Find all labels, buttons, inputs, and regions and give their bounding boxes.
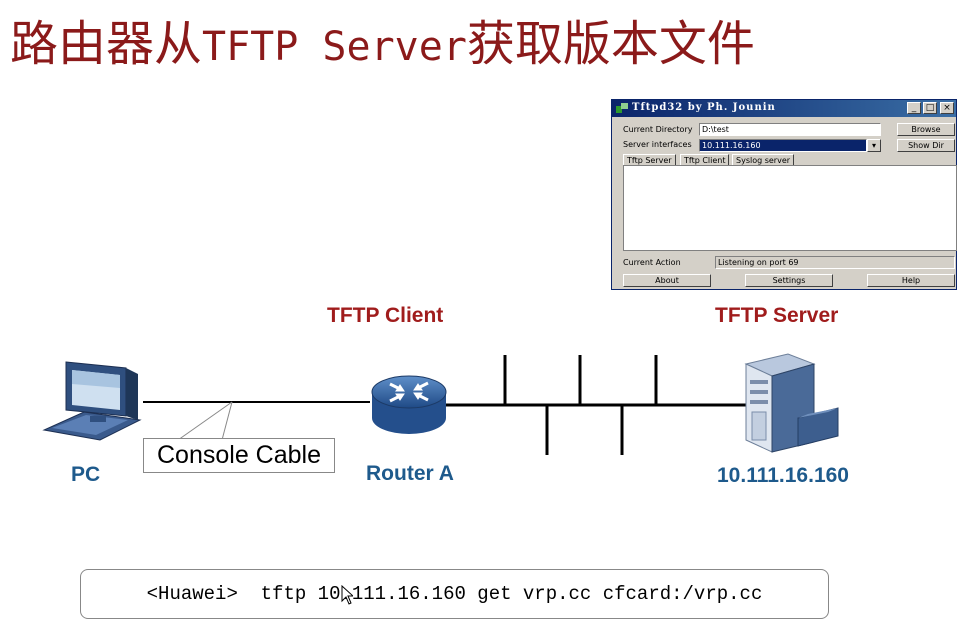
tab-panel [623,165,957,251]
tftp-server-label: TFTP Server [715,304,839,327]
router-label: Router A [366,462,454,485]
tftpd32-window: Tftpd32 by Ph. Jounin _ □ × Current Dire… [611,99,957,290]
server-ip-label: 10.111.16.160 [717,464,849,487]
server-icon [744,353,839,453]
maximize-button[interactable]: □ [923,102,937,114]
current-directory-field[interactable]: D:\test [699,123,881,136]
page-title: 路由器从TFTP Server获取版本文件 [10,4,755,74]
server-interfaces-select[interactable]: 10.111.16.160 [699,139,867,152]
browse-button[interactable]: Browse [897,123,955,136]
minimize-button[interactable]: _ [907,102,921,114]
title-mono: TFTP Server [202,24,467,70]
about-button[interactable]: About [623,274,711,287]
router-icon [371,375,447,434]
app-icon [616,103,628,113]
pc-icon [42,361,142,441]
tab-tftp-server[interactable]: Tftp Server [623,154,676,166]
command-text: <Huawei> tftp 10.111.16.160 get vrp.cc c… [146,583,763,605]
current-directory-label: Current Directory [623,125,693,134]
callout-line-right [221,401,233,441]
help-button[interactable]: Help [867,274,955,287]
pc-label: PC [71,463,101,486]
tftp-client-label: TFTP Client [327,304,444,327]
current-action-field: Listening on port 69 [715,256,955,269]
title-suffix: 获取版本文件 [466,16,755,72]
show-dir-button[interactable]: Show Dir [897,139,955,152]
server-interfaces-label: Server interfaces [623,140,692,149]
tab-tftp-client[interactable]: Tftp Client [680,154,730,166]
chevron-down-icon[interactable]: ▾ [867,139,881,152]
close-button[interactable]: × [940,102,954,114]
settings-button[interactable]: Settings [745,274,833,287]
mouse-cursor-icon [341,585,353,605]
tab-syslog-server[interactable]: Syslog server [732,154,795,166]
title-prefix: 路由器从 [10,16,203,72]
window-titlebar[interactable]: Tftpd32 by Ph. Jounin _ □ × [612,100,956,117]
callout-line-left [177,401,233,441]
current-action-label: Current Action [623,258,681,267]
console-cable-label: Console Cable [143,438,335,473]
command-box: <Huawei> tftp 10.111.16.160 get vrp.cc c… [80,569,829,619]
window-title: Tftpd32 by Ph. Jounin [632,102,776,113]
